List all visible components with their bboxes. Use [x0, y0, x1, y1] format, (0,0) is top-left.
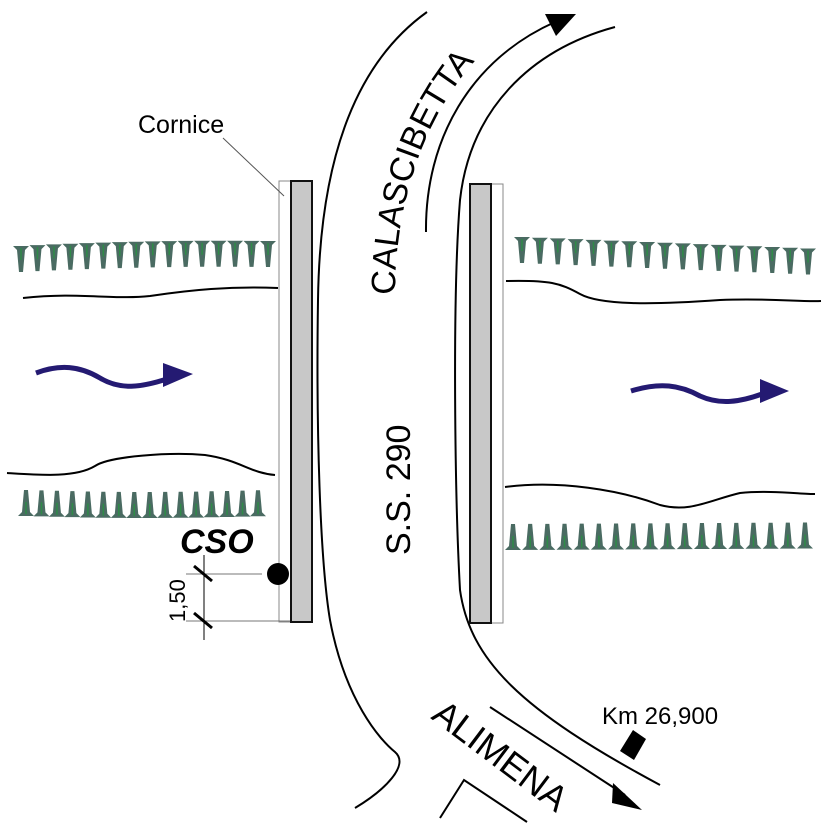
dimension-label: 1,50 — [165, 579, 190, 622]
corner-line — [439, 778, 528, 823]
calascibetta-arrowhead — [545, 14, 576, 36]
road-left-edge — [316, 11, 428, 809]
left-cornice — [278, 180, 292, 623]
river-flow-right-arrowhead — [760, 379, 789, 403]
right-parapet — [469, 183, 492, 624]
calascibetta-direction-line — [424, 21, 556, 233]
vegetation-right-upper — [514, 237, 816, 275]
vegetation-left-upper — [13, 240, 276, 272]
river-flow-left-arrowhead — [163, 363, 193, 387]
dimension-tick-bottom — [193, 611, 213, 630]
cso-label: CSO — [180, 523, 254, 561]
alimena-direction-line — [489, 706, 626, 796]
cso-point-marker — [267, 563, 289, 585]
river-right-lower-bank — [504, 483, 816, 509]
cornice-leader-line — [222, 137, 285, 197]
kilometer-marker-label: Km 26,900 — [602, 703, 718, 730]
right-cornice — [490, 183, 504, 624]
river-flow-right-arrow — [630, 383, 763, 405]
kilometer-marker-post — [620, 730, 646, 760]
river-left-upper-bank — [22, 286, 279, 299]
river-right-upper-bank — [505, 279, 822, 305]
vegetation-left-lower — [18, 490, 266, 518]
road-name-label: S.S. 290 — [380, 425, 418, 555]
vegetation-right-lower — [505, 522, 813, 550]
calascibetta-label: CALASCIBETTA — [365, 42, 481, 296]
river-flow-left-arrow — [35, 364, 171, 389]
alimena-label: ALIMENA — [425, 692, 576, 820]
cornice-label: Cornice — [138, 111, 224, 139]
calascibetta-text: CALASCIBETTA — [365, 42, 481, 296]
left-parapet — [290, 180, 313, 623]
dimension-tick-top — [193, 564, 213, 583]
alimena-arrowhead — [612, 783, 642, 810]
road-right-edge — [454, 26, 661, 786]
river-left-lower-bank — [6, 453, 276, 476]
